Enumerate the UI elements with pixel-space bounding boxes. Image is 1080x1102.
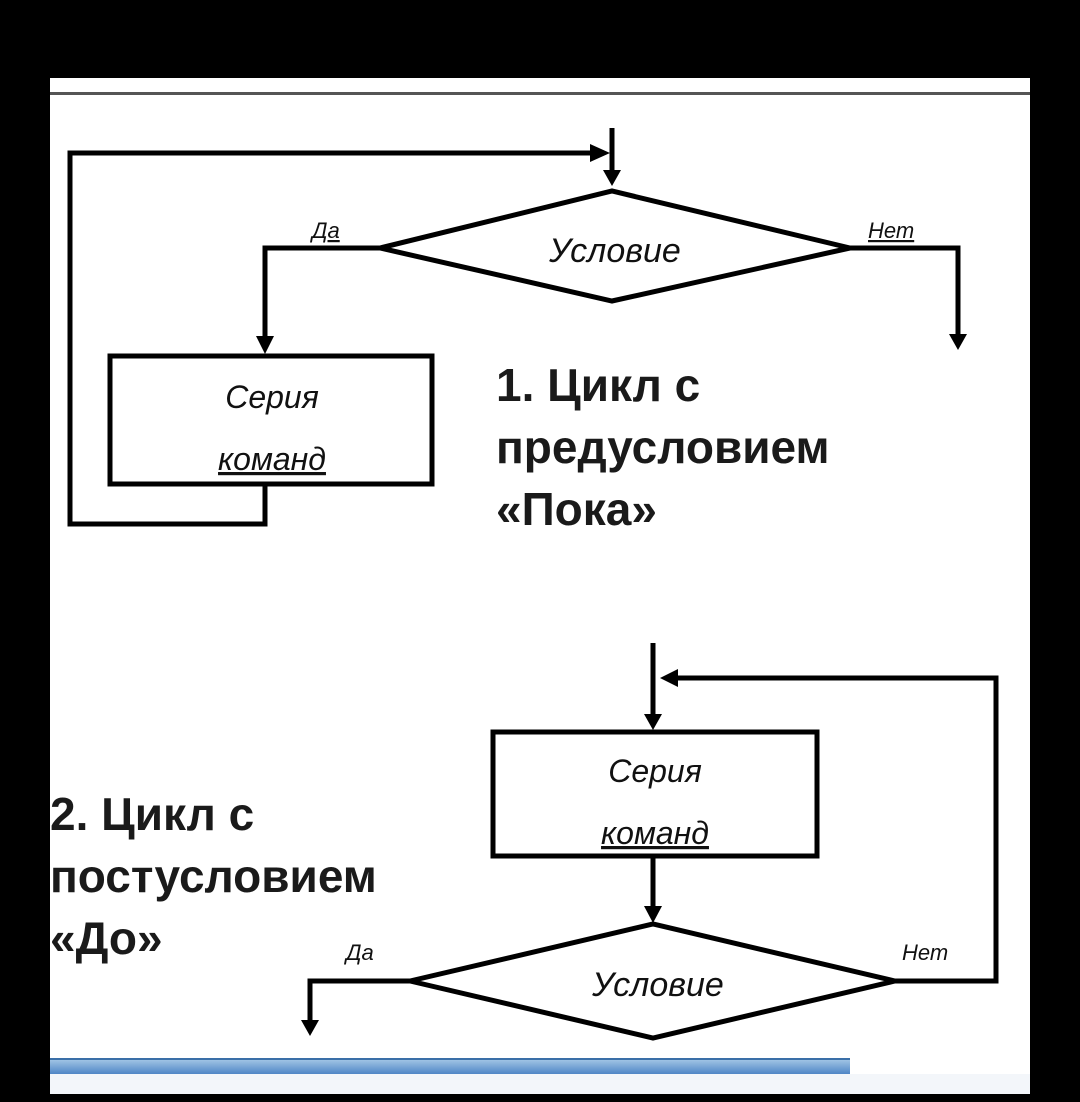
loop1-yes-line	[262, 245, 380, 344]
loop1-condition-text: Условие	[548, 232, 681, 270]
loop1-title: 1. Цикл с предусловием «Пока»	[496, 354, 830, 540]
loop2-no-return-arrowhead	[660, 669, 678, 687]
loop1-body-line2: команд	[218, 441, 326, 477]
loop2-body-line2: команд	[601, 815, 709, 851]
loop2-no-label: Нет	[902, 940, 948, 965]
loop1-flowchart: Условие Да Нет Серия команд	[67, 128, 967, 527]
slide-panel: Условие Да Нет Серия команд Серия команд	[50, 78, 1030, 1094]
loop2-title-line1: 2. Цикл с	[50, 788, 255, 840]
loop2-body-line1: Серия	[608, 753, 702, 789]
top-divider	[50, 92, 1030, 95]
loop1-return-arrowhead	[590, 144, 610, 162]
loop1-title-line3: «Пока»	[496, 483, 657, 535]
loop2-title-line3: «До»	[50, 912, 163, 964]
loop1-no-line	[850, 245, 961, 340]
loop2-title-line2: постусловием	[50, 850, 377, 902]
loop2-condition-text: Условие	[591, 966, 724, 1004]
loop1-no-arrowhead	[949, 334, 967, 350]
bottom-decor-band	[50, 1058, 850, 1074]
loop2-yes-line	[307, 978, 410, 1024]
loop2-title: 2. Цикл с постусловием «До»	[50, 783, 377, 969]
bottom-decor-strip	[50, 1074, 1030, 1094]
loop1-body-line1: Серия	[225, 379, 319, 415]
flowchart-canvas: Условие Да Нет Серия команд Серия команд	[67, 128, 999, 1041]
loop1-yes-label: Да	[309, 218, 340, 243]
loop2-yes-label: Да	[343, 940, 374, 965]
loop2-entry-arrowhead	[644, 714, 662, 730]
loop1-title-line1: 1. Цикл с	[496, 359, 701, 411]
loop2-flowchart: Серия команд Условие Нет Да	[301, 643, 999, 1041]
loop2-body-to-condition-arrowhead	[644, 906, 662, 923]
loop1-entry-arrowhead	[603, 170, 621, 186]
loop1-title-line2: предусловием	[496, 421, 830, 473]
loop2-no-return-line	[675, 675, 999, 984]
loop2-body-box	[490, 729, 820, 859]
loop1-no-label: Нет	[868, 218, 914, 243]
loop1-body-box	[107, 353, 435, 487]
loop2-yes-arrowhead	[301, 1020, 319, 1036]
loop1-yes-arrowhead	[256, 336, 274, 354]
loop1-return-line	[67, 150, 595, 527]
